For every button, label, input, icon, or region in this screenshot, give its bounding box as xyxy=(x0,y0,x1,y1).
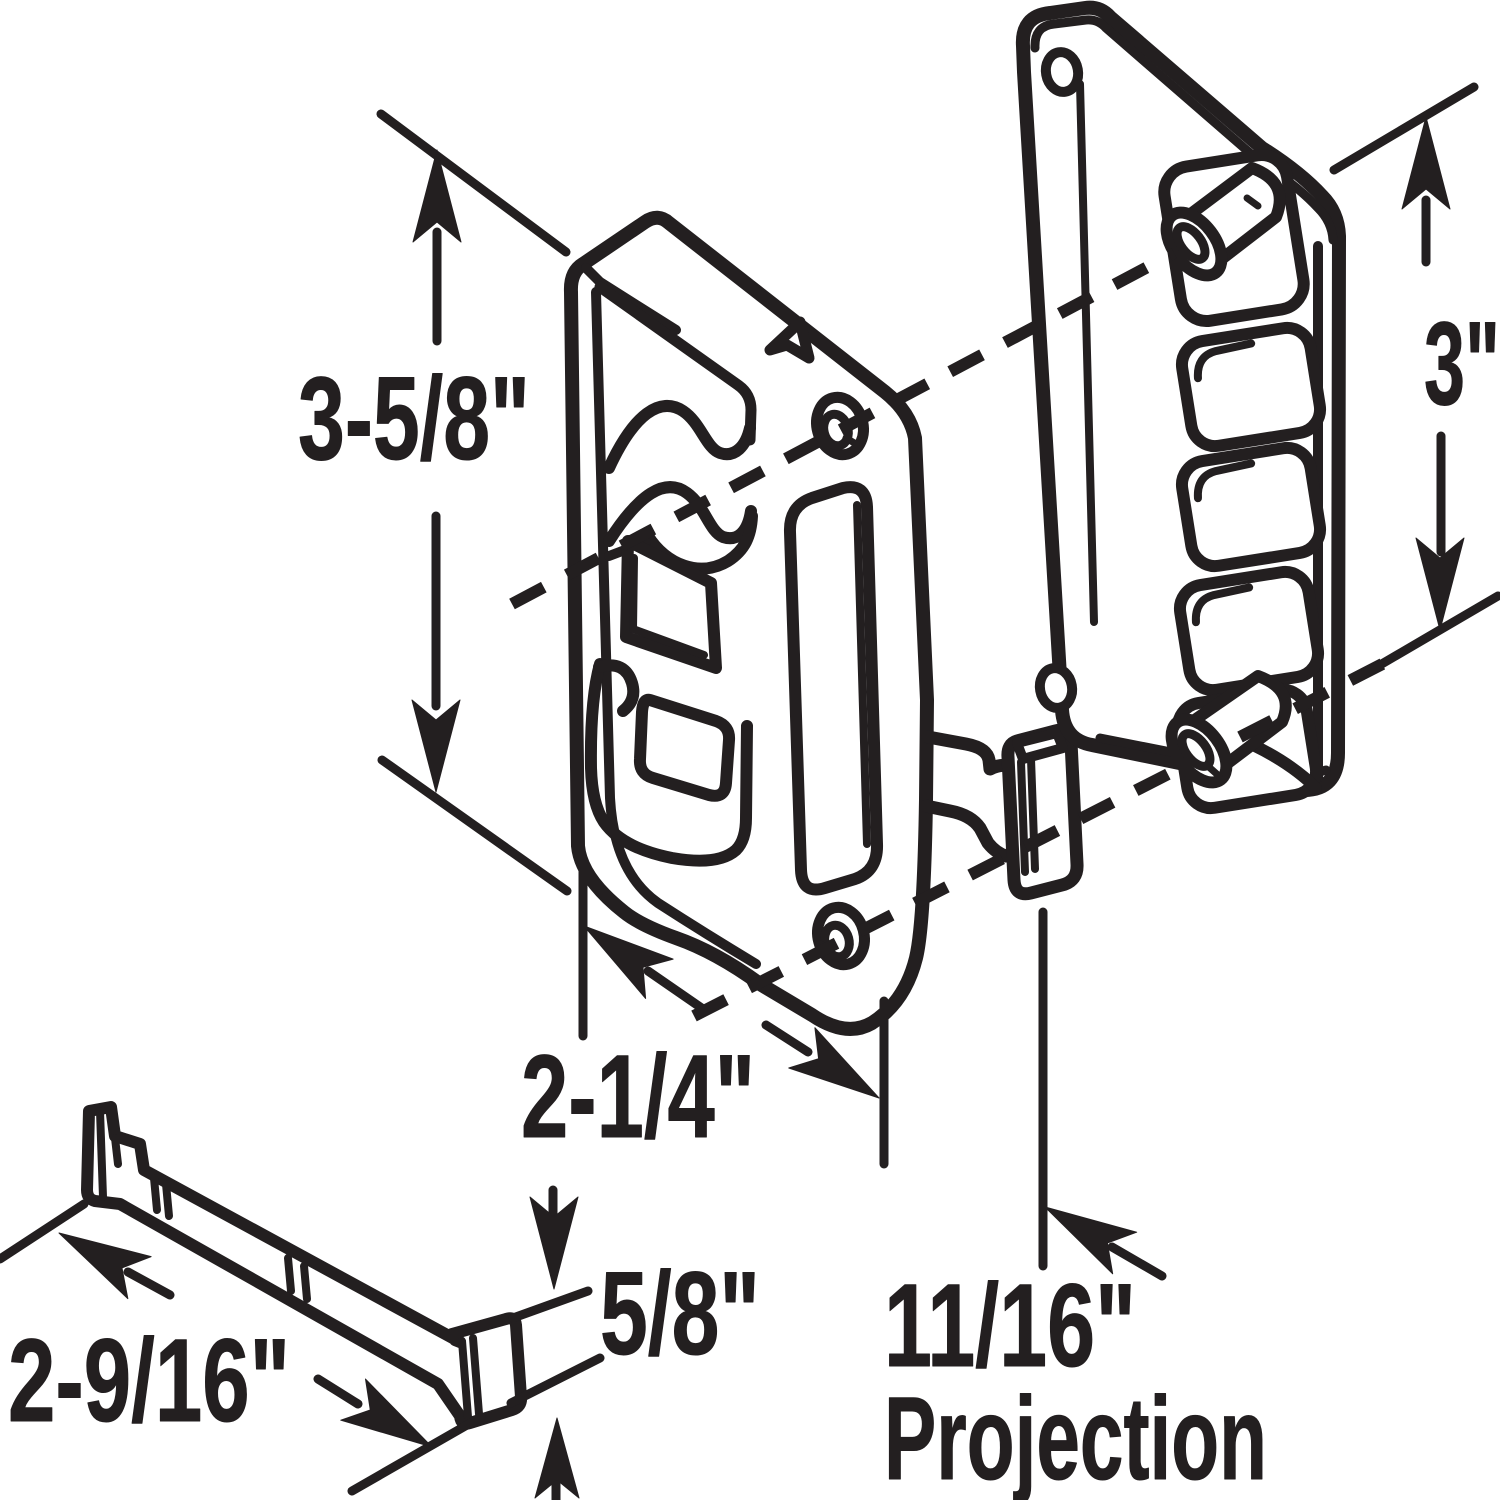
arrowhead-up xyxy=(1401,116,1451,210)
dim-label-keeper-height: 3" xyxy=(1424,298,1500,430)
bar-step-ticks-middle xyxy=(284,1254,311,1303)
dim-label-bar-length: 2-9/16" xyxy=(8,1315,290,1447)
arrowhead-up xyxy=(412,149,462,243)
latch-arm xyxy=(919,723,1084,901)
arm-top-edge xyxy=(921,730,1016,776)
keeper-rib xyxy=(1173,565,1325,697)
keeper-top-thickness-line xyxy=(1030,15,1338,245)
ext-line xyxy=(0,1199,89,1264)
bar-left-cap-inner-lines xyxy=(96,1107,122,1201)
keeper-pin-top xyxy=(1160,162,1286,282)
arrowhead-down xyxy=(529,1196,579,1290)
dim-latch-width: 2-1/4" xyxy=(521,859,889,1169)
ext-line xyxy=(508,1286,593,1323)
arm-bottom-edge xyxy=(919,799,1013,863)
keeper-face-crease xyxy=(1076,80,1098,626)
ext-line xyxy=(506,1353,605,1408)
ext-line xyxy=(376,109,571,257)
latch-body xyxy=(563,210,934,1036)
keeper-bottom-corner-curve xyxy=(1247,739,1322,794)
latch-top-notch xyxy=(764,316,815,364)
dim-bar-length: 2-9/16" xyxy=(0,1199,486,1496)
arrowhead-right xyxy=(340,1378,433,1448)
keeper-plate xyxy=(1015,0,1346,815)
arrowhead-down xyxy=(411,699,461,793)
arrowhead-right xyxy=(788,1027,880,1099)
arrow-shaft xyxy=(761,1020,813,1057)
keeper-rib xyxy=(1175,321,1327,453)
keeper-screw-hole-top xyxy=(1040,47,1084,97)
ext-line xyxy=(347,1412,486,1496)
ext-line xyxy=(1329,82,1479,175)
keeper-pin-bottom xyxy=(1165,670,1292,789)
arrow-shaft xyxy=(313,1374,363,1409)
dim-projection: 11/16" Projection xyxy=(884,907,1268,1500)
arrowhead-up xyxy=(534,1417,580,1499)
latch-top-face-inner-edge xyxy=(594,281,757,446)
middle-opening-inner-edge xyxy=(629,554,708,659)
dim-label-latch-height: 3-5/8" xyxy=(298,353,530,485)
dim-label-bar-thickness: 5/8" xyxy=(600,1248,760,1380)
bar-right-cap-inner-lines xyxy=(458,1334,483,1421)
keeper-screw-hole-bottom xyxy=(1034,663,1078,713)
pull-slot xyxy=(783,481,884,896)
alignment-dash-top xyxy=(509,247,1177,610)
arm-hook-top-face xyxy=(1012,728,1068,764)
arrowhead-down xyxy=(1415,537,1465,631)
arrowhead-left xyxy=(58,1232,152,1300)
arm-hook-inner-lines xyxy=(1017,755,1039,876)
lower-tab xyxy=(633,693,736,802)
latch-bar xyxy=(81,1101,528,1430)
dim-bar-thickness: 5/8" xyxy=(506,1185,761,1500)
keeper-rib xyxy=(1175,441,1327,573)
dim-label-latch-width: 2-1/4" xyxy=(521,1031,755,1163)
arrowhead-left xyxy=(583,925,674,999)
arrowhead-left xyxy=(1044,1206,1138,1275)
lower-opening-curl xyxy=(593,659,640,717)
bar-step-ticks-left xyxy=(150,1174,173,1220)
dim-label-projection-word: Projection xyxy=(884,1373,1267,1500)
arrow-shaft xyxy=(1107,1242,1167,1281)
pull-slot-inner-line xyxy=(853,501,871,848)
arrow-shaft xyxy=(123,1267,175,1300)
dim-keeper-height: 3" xyxy=(1329,82,1500,684)
dim-label-projection-value: 11/16" xyxy=(884,1260,1136,1392)
arrow-shaft xyxy=(643,966,708,1014)
thumb-tab-upper-wave xyxy=(603,400,756,474)
dim-latch-height: 3-5/8" xyxy=(298,109,572,896)
dimensions: 3-5/8" 3" 2-1/4" xyxy=(0,82,1500,1500)
ext-line xyxy=(1351,591,1500,684)
alignment-dash-bottom-left xyxy=(691,764,1179,1022)
lower-opening xyxy=(584,658,753,867)
ext-line xyxy=(377,755,572,896)
